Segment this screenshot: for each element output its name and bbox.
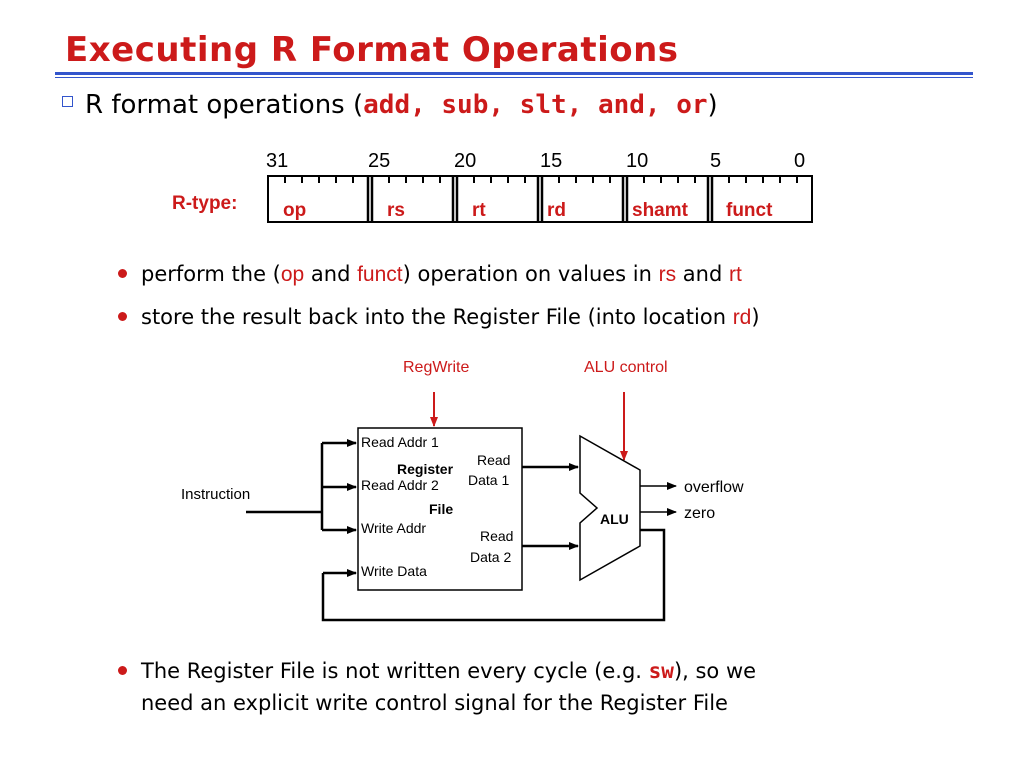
bit-31: 31 <box>266 150 288 172</box>
field-rd: rd <box>547 200 566 221</box>
overflow-label: overflow <box>684 479 744 496</box>
alu-control-label: ALU control <box>584 359 668 376</box>
subtitle-prefix: R format operations ( <box>85 90 364 120</box>
bit-labels: 31 25 20 15 10 5 0 <box>266 150 805 172</box>
title-underline <box>55 72 973 75</box>
bullet1-op: op <box>280 263 305 286</box>
bullet-register-file: The Register File is not written every c… <box>118 655 756 719</box>
format-frame <box>267 175 813 223</box>
bullet2-text-1: store the result back into the Register … <box>141 305 733 329</box>
register-file-title: Register <box>397 461 454 477</box>
bullet3-line-2: need an explicit write control signal fo… <box>141 691 728 715</box>
instruction-label: Instruction <box>181 486 250 503</box>
register-file-title-2: File <box>429 501 453 517</box>
zero-label: zero <box>684 505 715 522</box>
alu-result-feedback-wire <box>321 528 666 622</box>
read-data-1-read: Read <box>477 452 510 468</box>
bit-0: 0 <box>794 150 805 172</box>
regwrite-label: RegWrite <box>403 359 469 376</box>
bullet-dot-icon <box>118 269 127 278</box>
field-rt: rt <box>472 200 486 221</box>
write-addr-label: Write Addr <box>361 520 426 536</box>
field-dividers <box>366 176 714 222</box>
bullet-store: store the result back into the Register … <box>118 305 760 330</box>
read-addr-1-label: Read Addr 1 <box>361 434 439 450</box>
bullet3-text-1: The Register File is not written every c… <box>141 659 649 683</box>
bullet1-rt: rt <box>728 263 742 286</box>
read-data-2-read: Read <box>480 528 513 544</box>
read-data-1-label: Data 1 <box>468 472 509 488</box>
bullet-dot-icon <box>118 666 127 675</box>
bit-10: 10 <box>626 150 648 172</box>
alu-label: ALU <box>600 511 629 527</box>
bullet-perform: perform the (op and funct) operation on … <box>118 262 742 287</box>
datapath-diagram: RegWrite ALU control Register File Read … <box>181 359 744 622</box>
bit-ticks <box>284 177 798 183</box>
bullet3-sw: sw <box>648 659 674 683</box>
field-shamt: shamt <box>632 200 689 221</box>
field-labels: op rs rt rd shamt funct <box>283 200 773 221</box>
register-file-box <box>357 427 523 591</box>
field-op: op <box>283 200 306 221</box>
bullet1-text-4: and <box>676 262 729 286</box>
bit-5: 5 <box>710 150 721 172</box>
bit-20: 20 <box>454 150 476 172</box>
bullet1-text-1: perform the ( <box>141 262 281 286</box>
bullet-dot-icon <box>118 312 127 321</box>
bullet1-funct: funct <box>357 263 403 286</box>
bullet1-rs: rs <box>658 263 677 286</box>
bullet1-text-3: ) operation on values in <box>402 262 659 286</box>
title-underline-thin <box>55 77 973 78</box>
bullet2-rd: rd <box>732 306 752 329</box>
field-funct: funct <box>726 200 773 221</box>
rtype-label: R-type: <box>172 193 237 214</box>
subtitle-line: R format operations (add, sub, slt, and,… <box>62 90 718 120</box>
read-data-2-label: Data 2 <box>470 549 511 565</box>
page-title: Executing R Format Operations <box>65 30 679 70</box>
alu-shape <box>579 434 641 582</box>
bullet2-text-2: ) <box>751 305 760 329</box>
rtype-format: R-type: 31 25 20 15 10 5 0 op <box>172 150 813 223</box>
subtitle-suffix: ) <box>707 90 718 120</box>
instruction-bus <box>246 443 324 530</box>
bullet3-text-2: ), so we <box>673 659 757 683</box>
bullet1-text-2: and <box>304 262 358 286</box>
square-bullet-icon <box>62 96 73 107</box>
bit-15: 15 <box>540 150 562 172</box>
bit-25: 25 <box>368 150 390 172</box>
subtitle-ops: add, sub, slt, and, or <box>363 90 708 120</box>
write-data-label: Write Data <box>361 563 427 579</box>
read-addr-2-label: Read Addr 2 <box>361 477 439 493</box>
field-rs: rs <box>387 200 405 221</box>
